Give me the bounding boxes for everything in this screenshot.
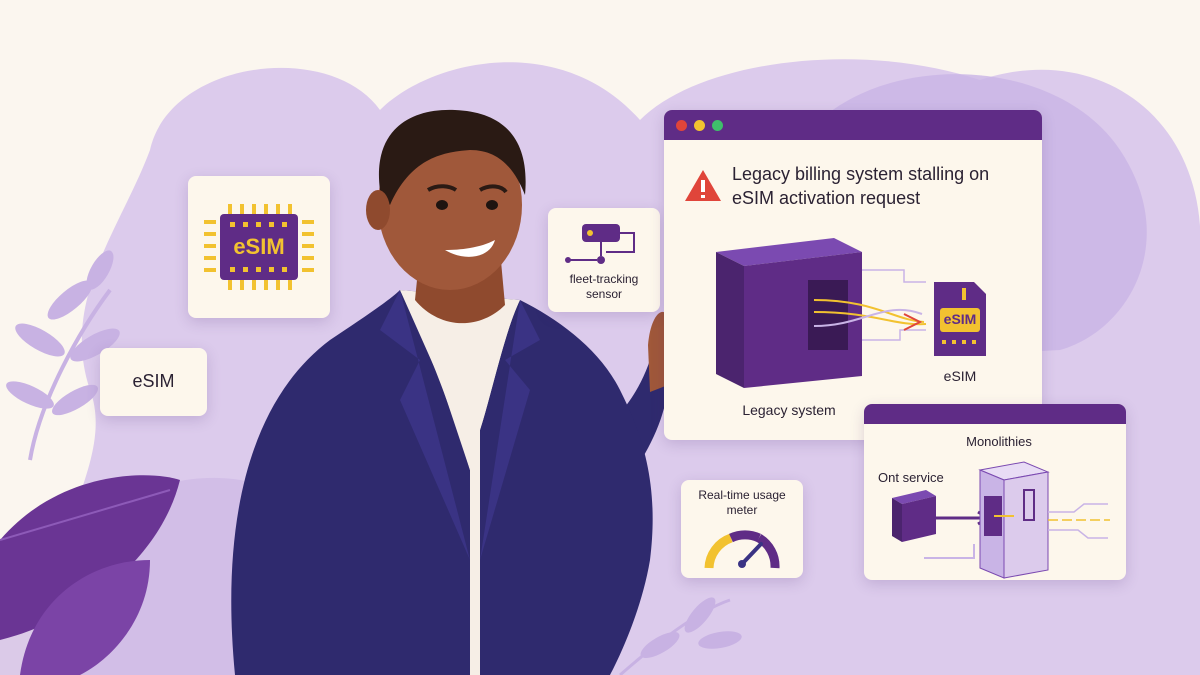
- legacy-alert-window: Legacy billing system stalling on eSIM a…: [664, 110, 1042, 440]
- usage-meter-label: Real-time usage meter: [698, 488, 786, 517]
- window-close-dot[interactable]: [676, 120, 687, 131]
- fleet-sensor-card: fleet-tracking sensor: [548, 208, 660, 312]
- monolith-title: Monolithies: [966, 434, 1032, 449]
- esim-tag-label: eSIM: [132, 371, 175, 391]
- esim-tag-card: eSIM: [100, 348, 207, 416]
- sensor-icon: [565, 224, 635, 264]
- esim-chip-card: eSIM: [188, 176, 330, 318]
- service-label: Ont service: [878, 470, 944, 485]
- server-cube-icon: [716, 238, 927, 388]
- window-zoom-dot[interactable]: [712, 120, 723, 131]
- esim-label: eSIM: [943, 368, 977, 384]
- esim-chip-icon: [204, 204, 314, 290]
- monolith-icon: [892, 461, 1110, 579]
- alert-title: Legacy billing system stalling on eSIM a…: [732, 164, 990, 208]
- window-minimize-dot[interactable]: [694, 120, 705, 131]
- leaf-branch-left: [6, 250, 120, 461]
- monolith-window: Monolithies Ont service: [864, 404, 1126, 580]
- dark-leaf-bottom-left: [0, 475, 180, 675]
- warning-icon: [685, 170, 721, 201]
- leaf-bottom-right: [619, 597, 742, 675]
- window-titlebar: [664, 110, 1042, 140]
- usage-meter-card: Real-time usage meter: [681, 480, 803, 578]
- sim-chip-text: eSIM: [943, 311, 977, 327]
- sim-card-icon: [934, 282, 986, 356]
- esim-chip-label: eSIM: [233, 234, 285, 259]
- gauge-icon: [704, 530, 780, 569]
- monolith-titlebar: [864, 404, 1126, 424]
- legacy-system-label: Legacy system: [742, 402, 836, 418]
- fleet-sensor-label: fleet-tracking sensor: [569, 272, 639, 301]
